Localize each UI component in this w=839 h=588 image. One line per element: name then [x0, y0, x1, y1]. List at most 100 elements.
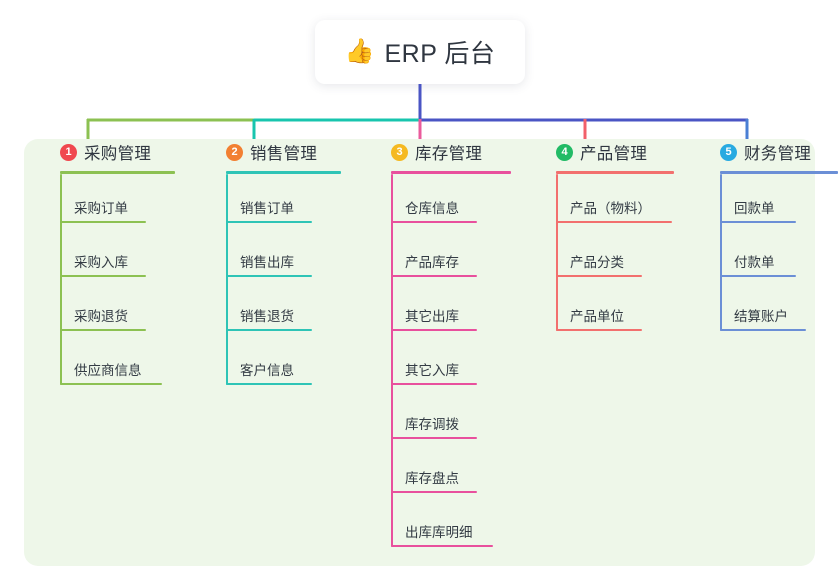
column-rule-5: [720, 171, 838, 174]
leaf-rule: [226, 275, 312, 277]
column-header-3[interactable]: 3 库存管理: [375, 139, 511, 165]
leaf-label: 产品分类: [570, 255, 624, 270]
leaf-rule: [720, 221, 796, 223]
leaf-rule: [720, 275, 796, 277]
leaf-label: 结算账户: [734, 309, 788, 324]
column-2: 2 销售管理销售订单销售出库销售退货客户信息: [210, 139, 341, 390]
column-badge-4: 4: [556, 143, 573, 161]
leaf-label: 产品单位: [570, 309, 624, 324]
leaf-rule: [60, 329, 146, 331]
leaf-rule: [226, 383, 312, 385]
leaf-item[interactable]: 销售订单: [210, 174, 341, 228]
root-node-title: ERP 后台: [384, 40, 496, 68]
leaf-label: 产品（物料）: [570, 201, 651, 216]
leaf-item[interactable]: 产品单位: [540, 282, 674, 336]
leaf-rule: [391, 329, 477, 331]
leaf-label: 供应商信息: [74, 363, 142, 378]
leaf-rule: [60, 383, 162, 385]
leaf-item[interactable]: 仓库信息: [375, 174, 511, 228]
leaf-label: 产品库存: [405, 255, 459, 270]
column-rule-3: [391, 171, 511, 174]
leaf-rule: [391, 437, 477, 439]
leaf-rule: [391, 383, 477, 385]
leaf-label: 销售订单: [240, 201, 294, 216]
leaf-rule: [720, 329, 806, 331]
leaf-item[interactable]: 库存盘点: [375, 444, 511, 498]
branch-spine-1: [60, 174, 62, 385]
leaf-rule: [226, 329, 312, 331]
column-header-4[interactable]: 4 产品管理: [540, 139, 674, 165]
branch-spine-5: [720, 174, 722, 331]
branch-spine-4: [556, 174, 558, 331]
leaf-rule: [226, 221, 312, 223]
column-branch-3: 仓库信息产品库存其它出库其它入库库存调拨库存盘点出库库明细: [375, 174, 511, 552]
leaf-item[interactable]: 库存调拨: [375, 390, 511, 444]
leaf-rule: [556, 275, 642, 277]
column-branch-5: 回款单付款单结算账户: [704, 174, 838, 336]
column-header-5[interactable]: 5 财务管理: [704, 139, 838, 165]
column-4: 4 产品管理产品（物料） 产品分类产品单位: [540, 139, 674, 336]
column-rule-4: [556, 171, 674, 174]
column-branch-1: 采购订单采购入库采购退货供应商信息: [44, 174, 175, 390]
leaf-item[interactable]: 采购订单: [44, 174, 175, 228]
leaf-item[interactable]: 供应商信息: [44, 336, 175, 390]
column-title-1: 采购管理: [84, 145, 152, 163]
column-title-4: 产品管理: [580, 145, 648, 163]
leaf-rule: [556, 329, 642, 331]
thumbs-up-icon: 👍: [344, 38, 375, 65]
leaf-label: 采购订单: [74, 201, 128, 216]
leaf-rule: [556, 221, 672, 223]
leaf-rule: [391, 491, 477, 493]
leaf-item[interactable]: 出库库明细: [375, 498, 511, 552]
leaf-item[interactable]: 销售退货: [210, 282, 341, 336]
leaf-item[interactable]: 付款单: [704, 228, 838, 282]
leaf-label: 回款单: [734, 201, 775, 216]
leaf-label: 库存调拨: [405, 417, 459, 432]
leaf-label: 其它出库: [405, 309, 459, 324]
leaf-label: 其它入库: [405, 363, 459, 378]
root-node-card[interactable]: 👍 ERP 后台: [315, 20, 525, 84]
leaf-item[interactable]: 回款单: [704, 174, 838, 228]
leaf-rule: [391, 545, 493, 547]
leaf-item[interactable]: 采购退货: [44, 282, 175, 336]
leaf-label: 销售出库: [240, 255, 294, 270]
column-5: 5 财务管理回款单付款单结算账户: [704, 139, 838, 336]
column-header-2[interactable]: 2 销售管理: [210, 139, 341, 165]
column-badge-2: 2: [226, 143, 243, 161]
leaf-label: 销售退货: [240, 309, 294, 324]
leaf-item[interactable]: 结算账户: [704, 282, 838, 336]
leaf-item[interactable]: 产品（物料）: [540, 174, 674, 228]
column-rule-2: [226, 171, 341, 174]
leaf-rule: [391, 221, 477, 223]
leaf-label: 仓库信息: [405, 201, 459, 216]
leaf-rule: [60, 221, 146, 223]
leaf-item[interactable]: 客户信息: [210, 336, 341, 390]
leaf-item[interactable]: 其它入库: [375, 336, 511, 390]
leaf-item[interactable]: 销售出库: [210, 228, 341, 282]
column-badge-3: 3: [391, 143, 408, 161]
leaf-item[interactable]: 产品库存: [375, 228, 511, 282]
leaf-label: 库存盘点: [405, 471, 459, 486]
leaf-label: 客户信息: [240, 363, 294, 378]
column-title-5: 财务管理: [744, 145, 812, 163]
column-3: 3 库存管理仓库信息产品库存其它出库其它入库库存调拨库存盘点出库库明细: [375, 139, 511, 552]
leaf-label: 付款单: [734, 255, 775, 270]
column-badge-5: 5: [720, 143, 737, 161]
leaf-rule: [60, 275, 146, 277]
leaf-label: 出库库明细: [405, 525, 473, 540]
branch-spine-2: [226, 174, 228, 385]
column-title-3: 库存管理: [415, 145, 483, 163]
leaf-item[interactable]: 产品分类: [540, 228, 674, 282]
column-branch-4: 产品（物料） 产品分类产品单位: [540, 174, 674, 336]
leaf-item[interactable]: 采购入库: [44, 228, 175, 282]
branch-spine-3: [391, 174, 393, 547]
column-title-2: 销售管理: [250, 145, 318, 163]
leaf-label: 采购入库: [74, 255, 128, 270]
leaf-item[interactable]: 其它出库: [375, 282, 511, 336]
leaf-rule: [391, 275, 477, 277]
column-branch-2: 销售订单销售出库销售退货客户信息: [210, 174, 341, 390]
